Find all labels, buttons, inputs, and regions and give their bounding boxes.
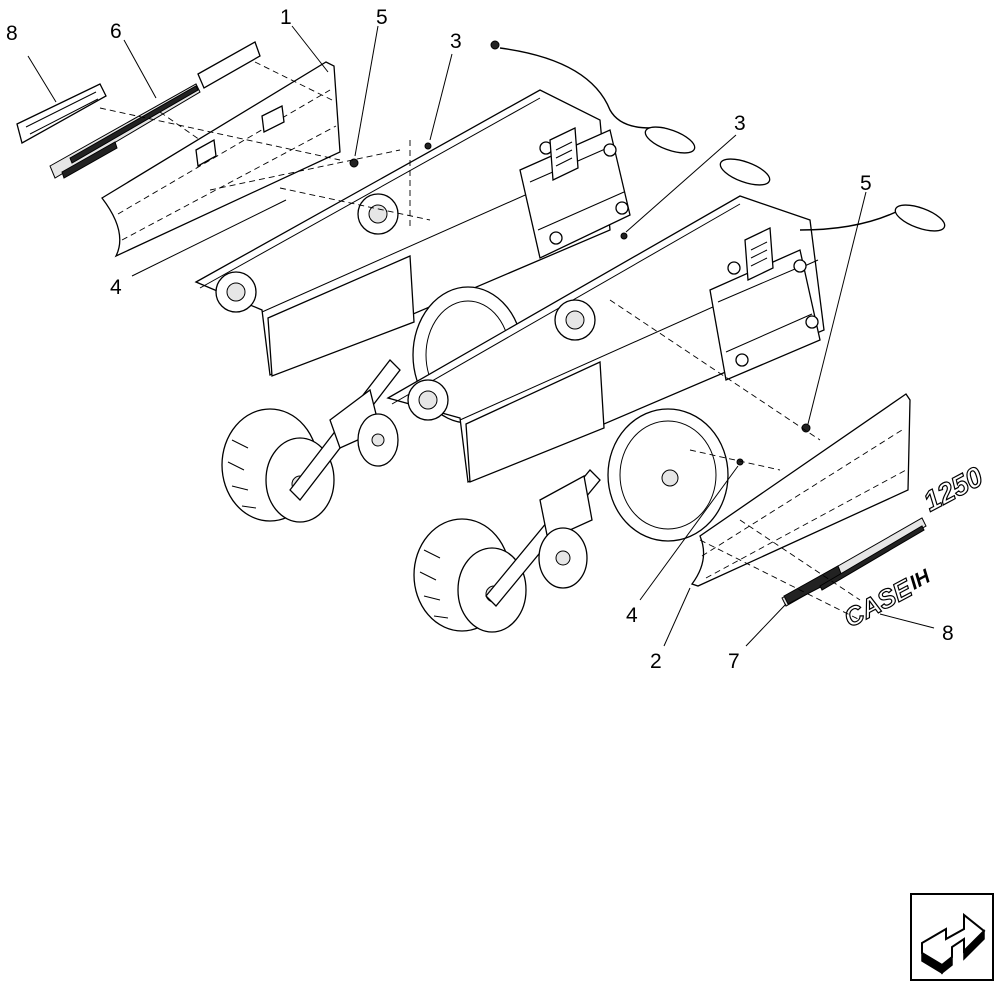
shield-right	[690, 393, 911, 587]
next-page-arrow-icon	[921, 912, 986, 975]
callout-8-left: 8	[6, 22, 18, 45]
shield-left	[101, 61, 341, 258]
callout-8-right: 8	[942, 622, 954, 645]
callout-5-right: 5	[860, 172, 872, 195]
callout-2: 2	[650, 650, 662, 673]
assembly-lines	[99, 61, 861, 621]
next-page-button[interactable]	[910, 893, 994, 981]
callout-7: 7	[728, 650, 740, 673]
decal-group-left	[16, 41, 261, 179]
callout-5-left: 5	[376, 6, 388, 29]
callout-4-left: 4	[110, 276, 122, 299]
leader-lines	[27, 25, 935, 647]
callout-4-right: 4	[626, 604, 638, 627]
row-unit-right	[386, 158, 946, 633]
decal-1250-text: 1250	[918, 460, 988, 517]
callout-1: 1	[280, 6, 292, 29]
callout-labels: 8 6 1 5 3 3 5 4 4 2 7 8	[6, 6, 954, 673]
callout-3-right: 3	[734, 112, 746, 135]
callout-3-left: 3	[450, 30, 462, 53]
decal-brand-text: CASE	[839, 573, 917, 634]
callout-6: 6	[110, 20, 122, 43]
